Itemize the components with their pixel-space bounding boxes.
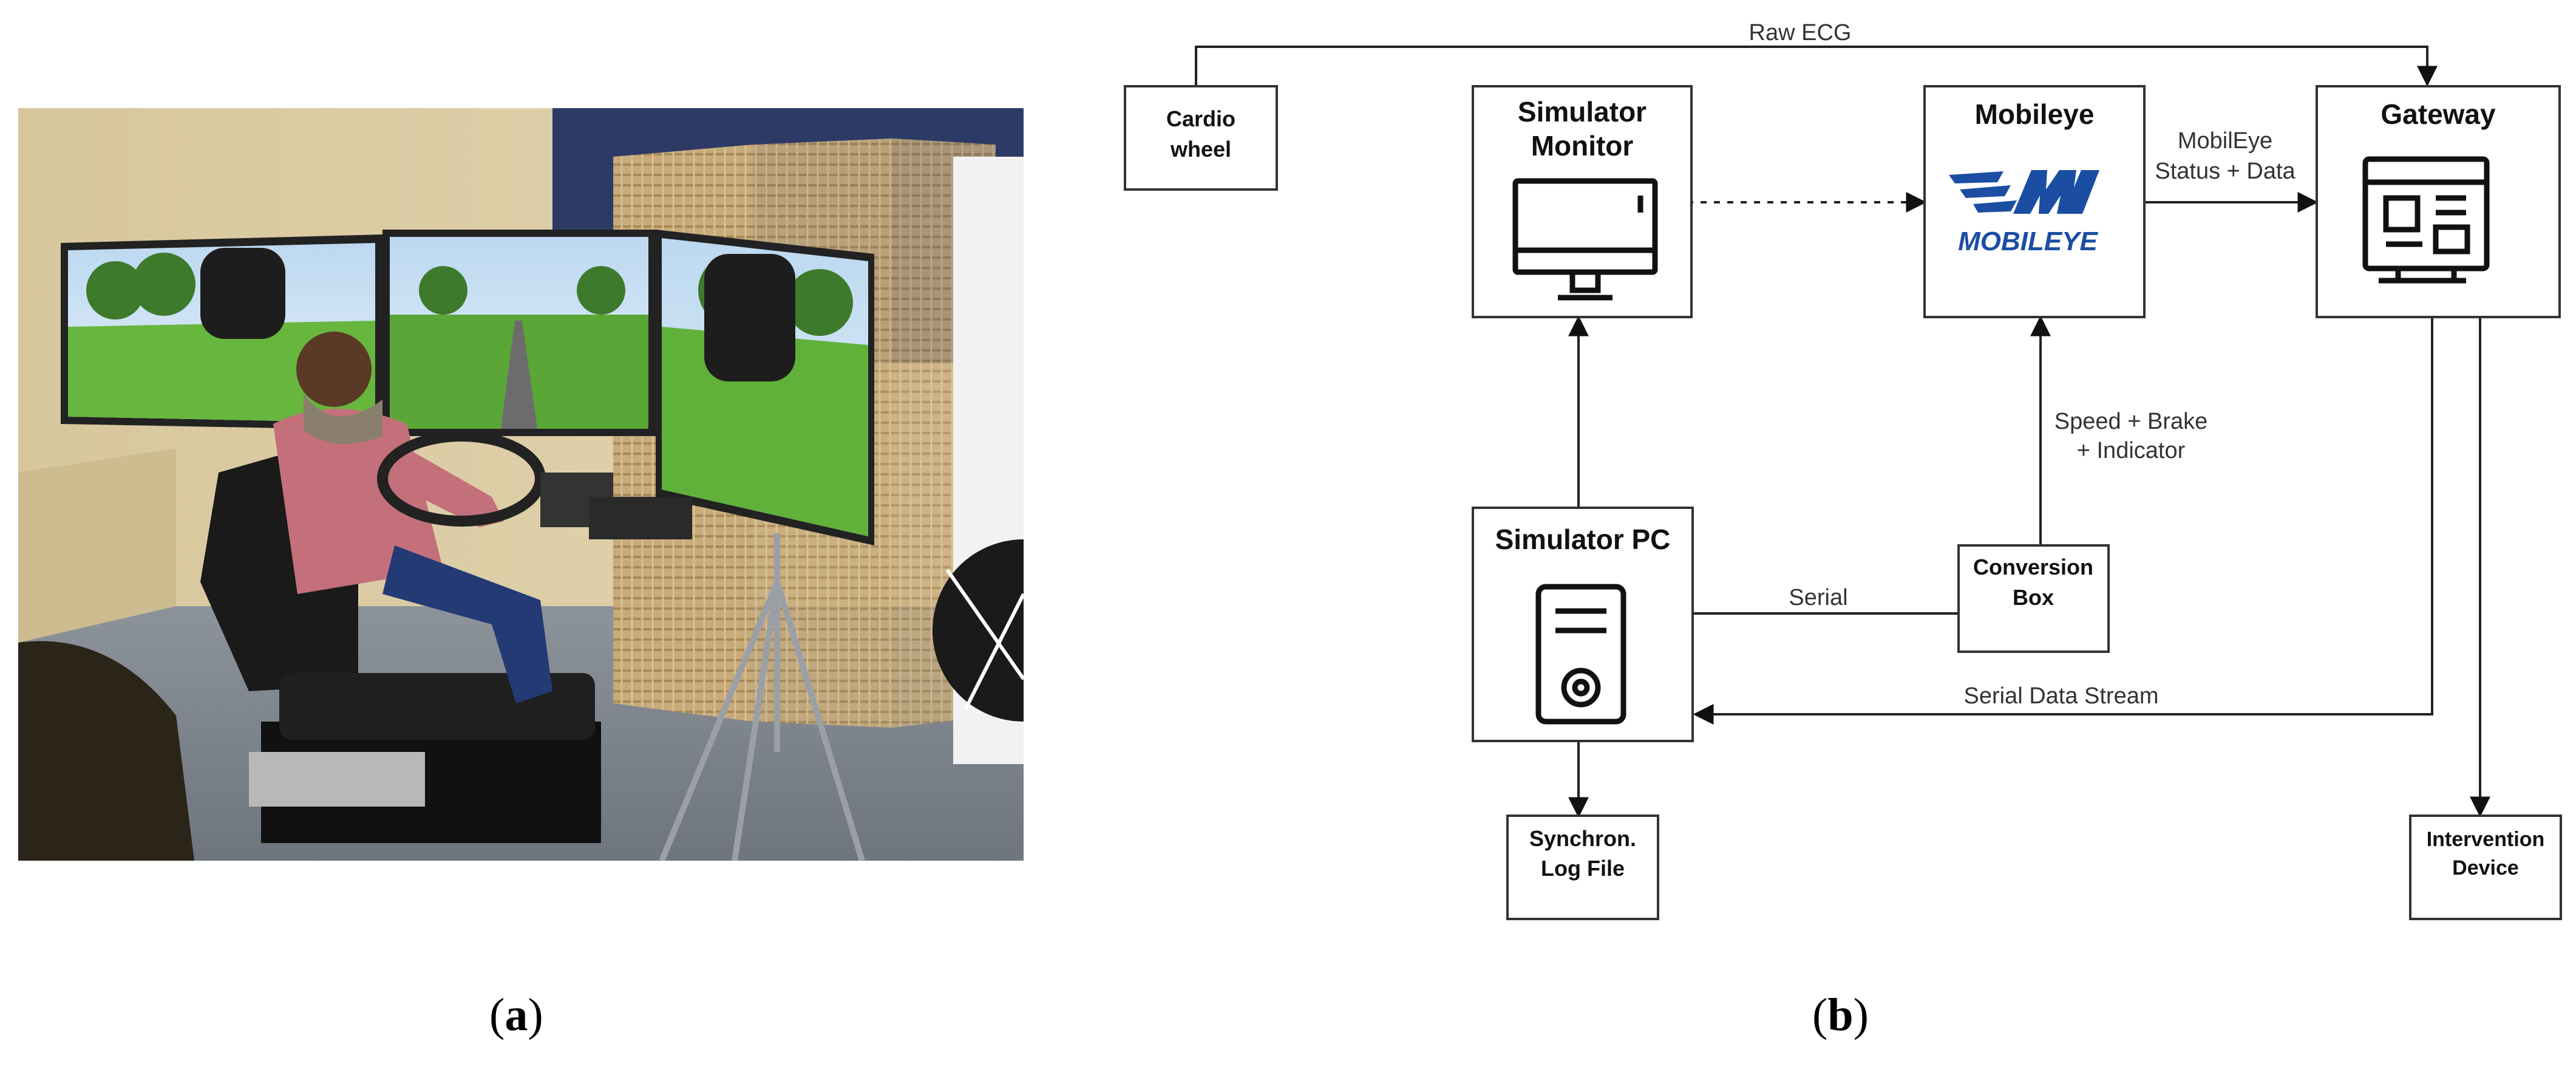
- label-serial-data-stream: Serial Data Stream: [1963, 683, 2158, 709]
- mobileye-wordmark: MOBILEYE: [1958, 227, 2098, 256]
- label-speed-brake-1: Speed + Brake: [2054, 409, 2207, 434]
- synchron-log-box: [1506, 815, 1659, 920]
- title-synchron-log-2: Log File: [1541, 856, 1625, 881]
- monitor-icon: [1512, 178, 1658, 301]
- title-simulator-monitor-1: Simulator: [1518, 96, 1647, 128]
- title-intervention-device-1: Intervention: [2427, 828, 2545, 851]
- cardio-wheel-box: [1124, 85, 1278, 191]
- simulator-screens: [61, 230, 874, 545]
- title-conversion-box-1: Conversion: [1973, 555, 2093, 579]
- label-serial: Serial: [1789, 585, 1847, 610]
- edge-serial-stream: [1693, 318, 2433, 725]
- title-synchron-log-1: Synchron.: [1529, 826, 1636, 851]
- conversion-box-box: [1957, 544, 2110, 653]
- edge-raw-ecg: [1195, 46, 2438, 87]
- caption-a-letter: a: [505, 989, 528, 1040]
- title-simulator-monitor-2: Monitor: [1531, 130, 1634, 162]
- pc-tower-icon: [1535, 584, 1626, 725]
- label-mobileye-status-1: MobilEye: [2178, 128, 2272, 154]
- caption-b-letter: b: [1827, 989, 1854, 1040]
- jacket: [18, 641, 194, 861]
- title-mobileye: Mobileye: [1975, 98, 2095, 130]
- title-conversion-box-2: Box: [2013, 585, 2054, 610]
- mobileye-logo: MOBILEYE: [1949, 170, 2099, 256]
- label-raw-ecg: Raw ECG: [1749, 20, 1852, 46]
- circuit-board-icon: [2362, 156, 2490, 284]
- title-simulator-pc: Simulator PC: [1495, 524, 1671, 555]
- caption-a: (a): [489, 989, 543, 1040]
- steering-wheel: [377, 431, 692, 539]
- title-cardio-wheel-2: wheel: [1170, 137, 1231, 162]
- title-gateway: Gateway: [2381, 98, 2496, 130]
- title-intervention-device-2: Device: [2452, 856, 2519, 879]
- title-cardio-wheel-1: Cardio: [1166, 106, 1235, 131]
- intervention-device-box: [2409, 815, 2562, 920]
- driving-simulator-photo: [18, 108, 1024, 861]
- label-mobileye-status-2: Status + Data: [2155, 159, 2296, 184]
- caption-b: (b): [1812, 989, 1869, 1040]
- tripod: [659, 533, 865, 861]
- label-speed-brake-2: + Indicator: [2077, 438, 2186, 463]
